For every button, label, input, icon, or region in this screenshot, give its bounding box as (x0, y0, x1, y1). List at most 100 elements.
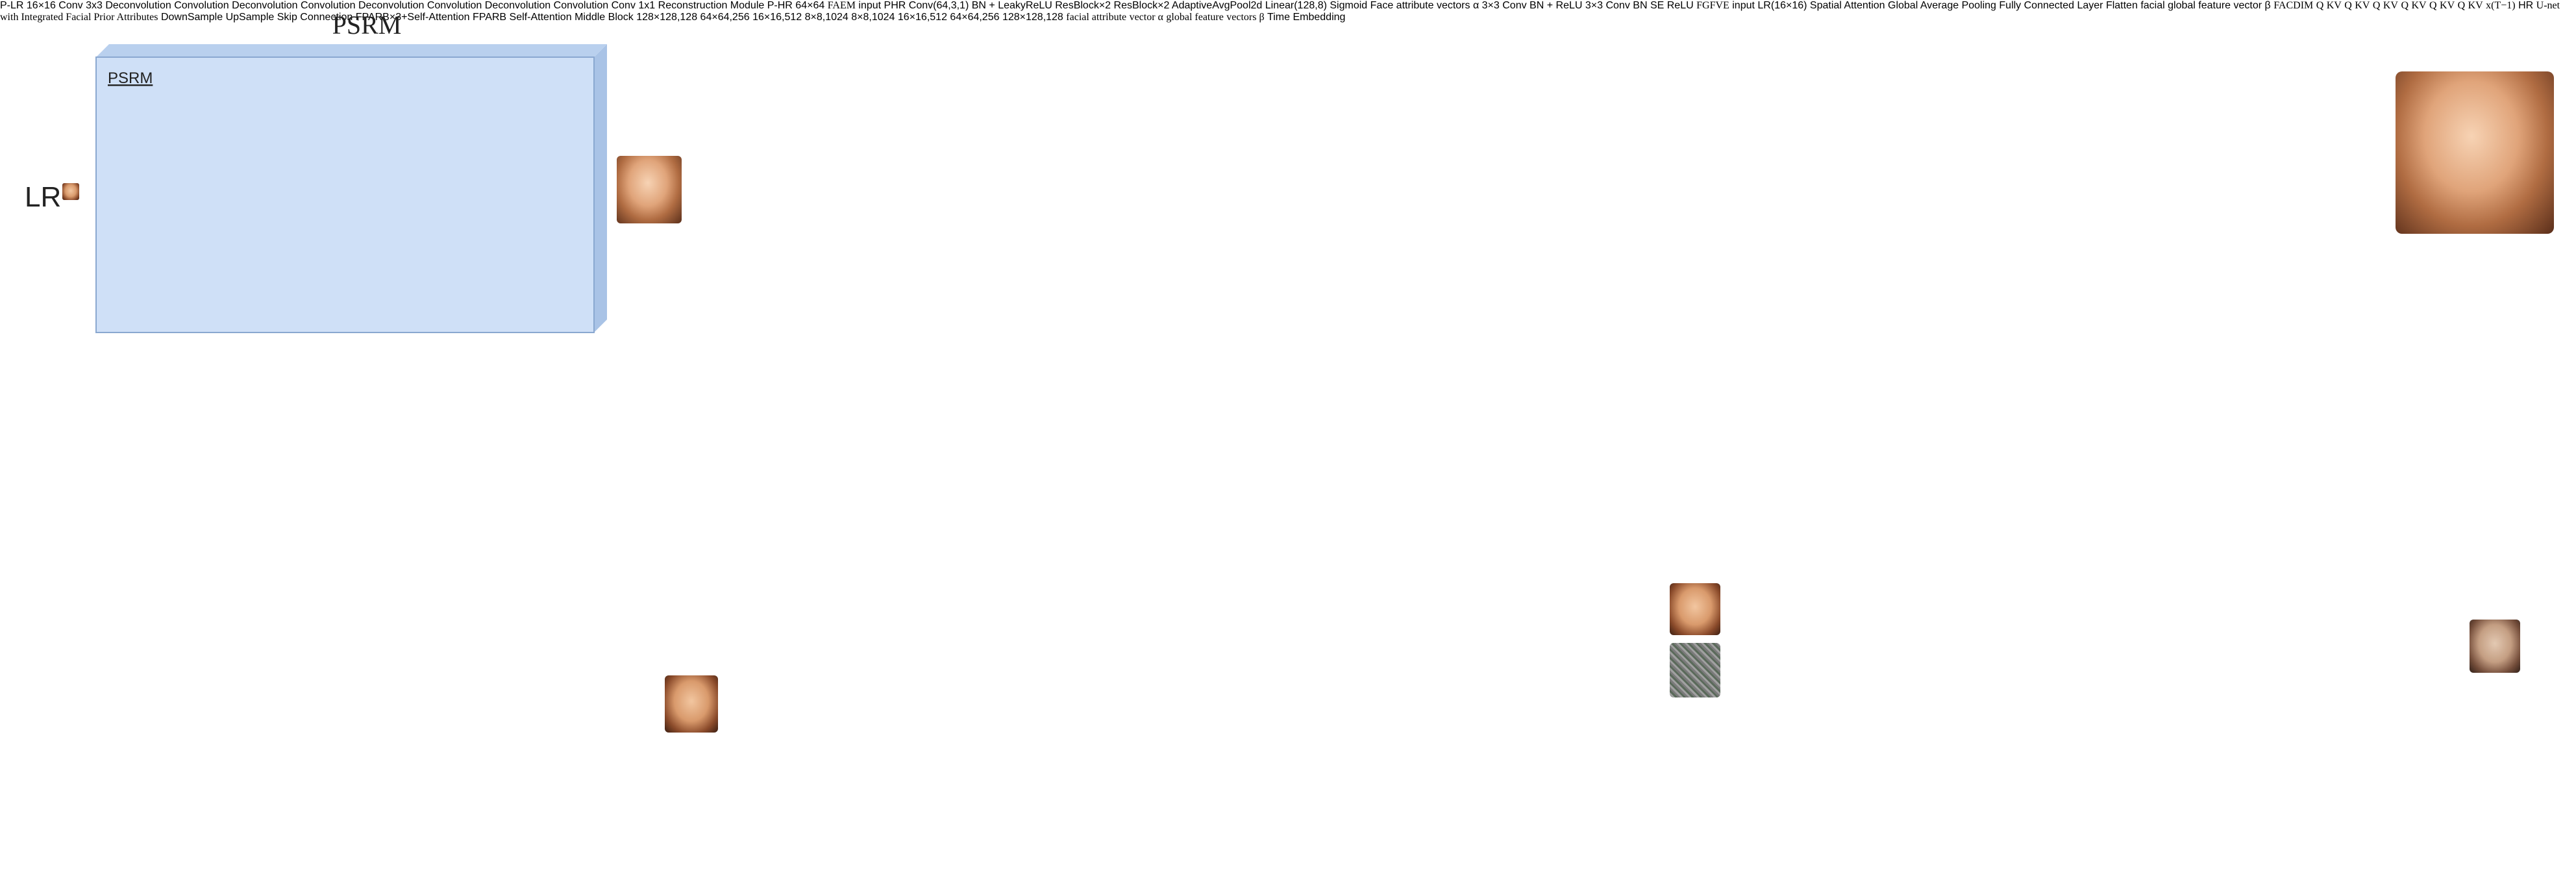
faem-label-6: Sigmoid (1330, 0, 1368, 11)
faem-block-res1: Conv(64,3,1) BN + LeakyReLU ResBlock×2 R… (909, 0, 1696, 11)
qkv-q: Q (2429, 0, 2437, 11)
psrm-group-4: Deconvolution Convolution (485, 0, 612, 11)
deconv-label: Deconvolution (232, 0, 298, 11)
plr-size: 16×16 (26, 0, 56, 11)
facdim-panel-dark: Q KV Q KV Q KV Q KV Q KV Q KV x(T−1) (2316, 0, 2536, 11)
facdim-decoder: Q KV Q KV Q KV Q KV Q KV Q KV x(T−1) (2316, 0, 2536, 11)
faem-out-1: Face (1370, 0, 1394, 11)
qkv-kv: KV (2411, 0, 2427, 11)
res-label-3: BN (1633, 0, 1648, 11)
faem-label-1: BN + LeakyReLU (971, 0, 1052, 11)
fc-label: Fully Connected Layer (1999, 0, 2103, 11)
middle-block-label: Middle Block (575, 12, 634, 23)
qkv-kv: KV (2326, 0, 2342, 11)
conv-label: Convolution (174, 0, 229, 11)
qkv-q: Q (2344, 0, 2352, 11)
res-label-1: BN + ReLU (1530, 0, 1583, 11)
res-bn: 3×3 Conv BN + ReLU 3×3 Conv BN SE ReLU (1482, 0, 1696, 11)
dim-label-0: 128×128,128 (636, 12, 698, 23)
faem-label-4: AdaptiveAvgPool2d (1171, 0, 1263, 11)
dim-label-7: 128×128,128 (1002, 12, 1063, 23)
downsample-icon: DownSample UpSample Skip Connection FPAR… (161, 12, 575, 23)
conv-label: Convolution (553, 0, 609, 11)
attr-ellipse: facial attribute vector α global feature… (1066, 12, 1345, 23)
attr-l1: facial attribute (1066, 12, 1127, 23)
faem-input: input PHR (858, 0, 906, 11)
faem-block-linear: Conv(64,3,1) BN + LeakyReLU ResBlock×2 R… (909, 0, 1696, 11)
time-l2: Embedding (1293, 12, 1346, 23)
unet-title: U-net with Integrated Facial Prior Attri… (0, 0, 2560, 23)
gap-block: Spatial Attention Global Average Pooling… (1810, 0, 2273, 11)
gap-label: Global Average Pooling (1888, 0, 1996, 11)
facdim-latent-a: Q KV Q KV Q KV Q KV Q KV Q KV x(T−1) (2316, 0, 2536, 11)
psrm-recon-block: Reconstruction Module (0, 0, 2560, 733)
faem-label-3: ResBlock×2 (1113, 0, 1170, 11)
facdim-encoder: Q KV Q KV Q KV Q KV Q KV Q KV x(T−1) (2316, 0, 2536, 11)
skip-icon: Skip Connection FPARB×3+Self-Attention F… (277, 12, 575, 23)
psrm-conv3-label: Conv 3x3 (58, 0, 103, 11)
deconv-label: Deconvolution (105, 0, 171, 11)
qkv-q: Q (2316, 0, 2324, 11)
facdim-to-hr-arrow: HR (2518, 0, 2536, 11)
upsample-icon: UpSample Skip Connection FPARB×3+Self-At… (226, 12, 575, 23)
faem-label-0: Conv(64,3,1) (908, 0, 969, 11)
resblock-bracket-stem: 3×3 Conv BN + ReLU 3×3 Conv BN SE ReLU (1482, 0, 1696, 11)
facdim-noise-icon: HR (2518, 0, 2536, 11)
enc-block-2: Middle Block 128×128,128 64×64,256 16×16… (575, 12, 1345, 23)
middle-block-right: 128×128,128 64×64,256 16×16,512 8×8,1024… (636, 12, 1345, 23)
facdim-noise-icon-inner: HR (2518, 0, 2536, 11)
time-l1: Time (1267, 12, 1291, 23)
unet-module: U-net with Integrated Facial Prior Attri… (0, 0, 2560, 23)
enc-block-1: Middle Block 128×128,128 64×64,256 16×16… (575, 12, 1345, 23)
faem-label-5: Linear(128,8) (1265, 0, 1327, 11)
psrm-module: PSRM PSRM LR (25, 10, 607, 333)
psrm-title: PSRM (332, 10, 402, 40)
facdim-qkv-text: Q KV Q KV Q KV Q KV Q KV Q KV (2316, 0, 2486, 11)
qkv-kv: KV (2383, 0, 2398, 11)
facdim-sample-icon-inner: HR (2518, 0, 2536, 11)
dim-label-2: 16×16,512 (752, 12, 802, 23)
facdim-encoder-tau: HR (2518, 0, 2536, 11)
resblock-bracket: 3×3 Conv BN + ReLU 3×3 Conv BN SE ReLU (1482, 0, 1696, 11)
qkv-kv: KV (2468, 0, 2483, 11)
psrm-group-2: Deconvolution Convolution (232, 0, 358, 11)
psrm-box (95, 56, 595, 333)
facdim-dash: HR (2518, 0, 2536, 11)
conv-label: Convolution (301, 0, 356, 11)
xt1-label: x(T−1) (2486, 0, 2516, 11)
qkv-q: Q (2457, 0, 2466, 11)
fgfve-input-2: LR(16×16) (1757, 0, 1807, 11)
legend-fparb3: FPARB×3+Self-Attention (355, 12, 470, 23)
unet-output-bar: Middle Block 128×128,128 64×64,256 16×16… (575, 12, 1345, 23)
spatial-attention-block: Spatial Attention Global Average Pooling… (1810, 0, 2273, 11)
psrm-recon-label: Reconstruction Module (658, 0, 765, 11)
faem-module: FAEM input PHR Conv(64,3,1) BN + LeakyRe… (828, 0, 1696, 11)
faem-out-2: attribute (1396, 0, 1434, 11)
faem-block-conv: Conv(64,3,1) BN + LeakyReLU ResBlock×2 R… (909, 0, 1696, 11)
fparb-icon: FPARB Self-Attention (473, 12, 575, 23)
res-conv2: 3×3 Conv BN + ReLU 3×3 Conv BN SE ReLU (1482, 0, 1696, 11)
dim-label-4: 8×8,1024 (851, 12, 895, 23)
fgfve-input-face (665, 675, 718, 733)
res-conv1: 3×3 Conv BN + ReLU 3×3 Conv BN SE ReLU (1482, 0, 1696, 11)
res-bnrelu: 3×3 Conv BN + ReLU 3×3 Conv BN SE ReLU (1482, 0, 1696, 11)
qkv-kv: KV (2355, 0, 2370, 11)
facdim-right-panel: Q KV Q KV Q KV Q KV Q KV Q KV x(T−1) (2316, 0, 2536, 11)
dim-label-5: 16×16,512 (897, 12, 947, 23)
dec-block-3: 128×128,128 64×64,256 16×16,512 8×8,1024… (636, 12, 1345, 23)
fc-block: Spatial Attention Global Average Pooling… (1810, 0, 2273, 11)
legend-down: DownSample (160, 12, 223, 23)
faem-block-pool: Conv(64,3,1) BN + LeakyReLU ResBlock×2 R… (909, 0, 1696, 11)
unet-legend: DownSample UpSample Skip Connection FPAR… (161, 12, 575, 23)
phr-label: P-HR (767, 0, 793, 11)
dec-block-2: 128×128,128 64×64,256 16×16,512 8×8,1024… (636, 12, 1345, 23)
fgfve-out-2: feature vector β (2198, 0, 2271, 11)
enc-block-3: Middle Block 128×128,128 64×64,256 16×16… (575, 12, 1345, 23)
deconv-label: Deconvolution (358, 0, 425, 11)
faem-out-3: vectors α (1436, 0, 1480, 11)
psrm-box-top (96, 44, 607, 57)
unet-frame: U-net with Integrated Facial Prior Attri… (0, 0, 2560, 23)
